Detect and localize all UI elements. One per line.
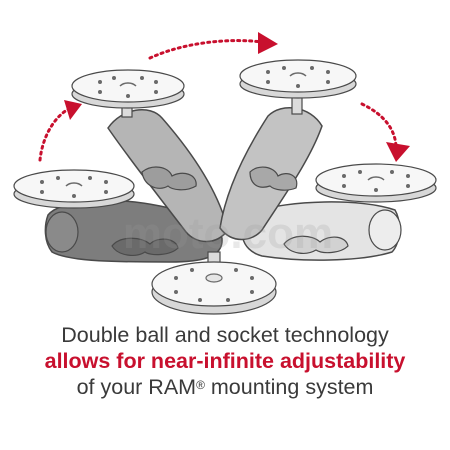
caption-line-3-end: mounting system <box>204 375 374 399</box>
adjust-arrow-right <box>360 102 410 162</box>
caption-line-1: Double ball and socket technology <box>61 323 389 347</box>
mount-plate-left <box>13 169 135 209</box>
registered-mark: ® <box>196 378 205 392</box>
adjust-arrow-top <box>148 32 278 60</box>
mount-plate-bottom <box>151 261 277 315</box>
mount-arm-mid-right <box>219 107 323 241</box>
caption-line-3: of your RAM® mounting system <box>0 374 450 400</box>
mount-illustration: moto.com <box>13 32 437 315</box>
mount-plate-top-left <box>71 69 185 109</box>
watermark: moto.com <box>123 209 333 258</box>
adjust-arrow-left <box>38 100 82 162</box>
mount-plate-right <box>315 163 437 203</box>
caption-line-2-highlight: allows for near-infinite adjustability <box>44 349 406 373</box>
mount-plate-top-right <box>239 59 357 99</box>
caption-line-3-start: of your RAM <box>76 375 197 399</box>
mount-arm-light <box>241 201 402 261</box>
